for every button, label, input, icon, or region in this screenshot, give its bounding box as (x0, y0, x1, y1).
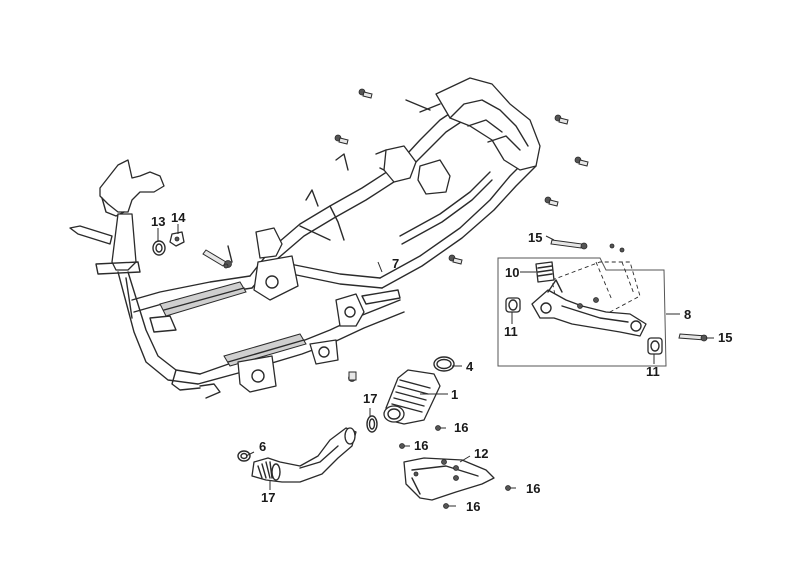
bolt-icon (574, 156, 589, 167)
callout-16-a: 16 (454, 420, 468, 435)
part-6-ring (237, 450, 251, 462)
main-frame (69, 77, 541, 399)
part-13-ring (152, 240, 166, 256)
callout-13: 13 (151, 214, 165, 229)
callout-17-lower: 17 (261, 490, 275, 505)
callout-16-b: 16 (414, 438, 428, 453)
callout-15-top: 15 (528, 230, 542, 245)
bolt-16a (435, 425, 446, 431)
callout-15-right: 15 (718, 330, 732, 345)
part-17-ring-upper (366, 415, 378, 433)
callout-1: 1 (451, 387, 458, 402)
callout-8: 8 (684, 307, 691, 322)
bolt-16b (399, 443, 410, 449)
leader-lines (157, 224, 714, 490)
part-4-ring (433, 356, 455, 372)
callout-12: 12 (474, 446, 488, 461)
callout-4: 4 (466, 359, 474, 374)
part-14-clip (169, 231, 185, 247)
bolt-16d (443, 503, 456, 509)
bolt-15b (678, 333, 708, 342)
callout-11-right: 11 (646, 364, 660, 379)
part-1-intake-boot (383, 369, 441, 425)
callout-17-upper: 17 (363, 391, 377, 406)
fasteners (202, 88, 589, 382)
lower-hose (251, 427, 357, 483)
part-8-hanger-box (497, 243, 667, 367)
part-11-bushing-b (647, 337, 663, 355)
part-12-plate (403, 457, 495, 501)
callout-7: 7 (392, 256, 399, 271)
bolt-icon (334, 134, 349, 145)
callout-16-d: 16 (466, 499, 480, 514)
bolt-icon (448, 254, 463, 265)
callout-11-left: 11 (504, 324, 518, 339)
part-10-spring (535, 261, 555, 283)
bolt-16c (505, 485, 516, 491)
bolt-icon (554, 114, 569, 125)
bolt-15a (550, 239, 588, 250)
bolt-icon (544, 196, 559, 207)
bolt-icon (358, 88, 373, 99)
part-11-bushing-a (505, 297, 521, 313)
callout-10: 10 (505, 265, 519, 280)
callout-14: 14 (171, 210, 186, 225)
bolt-icon (223, 263, 229, 269)
callouts: 13 14 7 1 4 17 16 16 12 16 16 6 17 15 10… (151, 210, 732, 514)
callout-16-c: 16 (526, 481, 540, 496)
callout-6: 6 (259, 439, 266, 454)
bolt-icon (348, 371, 357, 382)
